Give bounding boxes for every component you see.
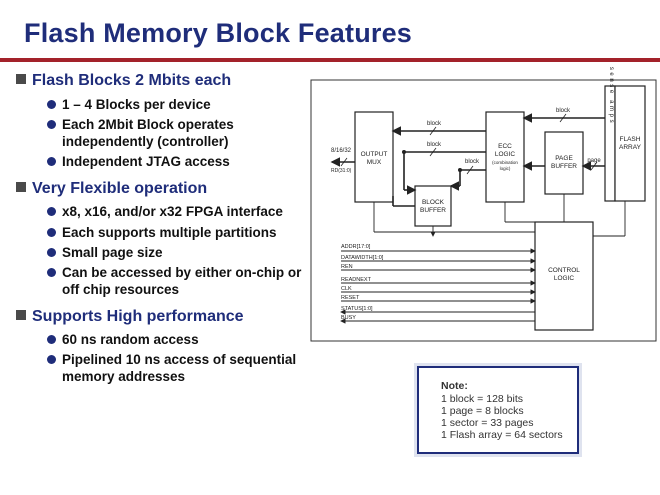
- output-mux-label: MUX: [367, 159, 382, 166]
- signal-label: READNEXT: [341, 277, 372, 283]
- bullet-item: Each supports multiple partitions: [47, 224, 312, 241]
- control-logic-box: [534, 221, 594, 331]
- square-bullet-icon: [16, 310, 26, 320]
- section-heading-flexible-operation: Very Flexible operation: [16, 180, 207, 198]
- control-logic-label: CONTROL: [548, 267, 580, 274]
- ecc-logic-label: logic): [500, 166, 511, 171]
- note-line: 1 page = 8 blocks: [441, 405, 524, 417]
- rd-output-label: RD(31:0): [331, 168, 352, 174]
- page-buffer-label: BUFFER: [551, 163, 577, 170]
- bullet-item: Pipelined 10 ns access of sequential mem…: [47, 351, 312, 385]
- note-line: 1 sector = 33 pages: [441, 417, 534, 429]
- page-label: page: [587, 158, 601, 164]
- block-buffer-label: BUFFER: [420, 207, 446, 214]
- block-label: block: [465, 159, 480, 165]
- bullet-item: Each 2Mbit Block operates independently …: [47, 116, 312, 150]
- control-logic-label: LOGIC: [554, 275, 575, 282]
- block-label: block: [427, 121, 442, 127]
- ecc-logic-label: (combination: [492, 160, 518, 165]
- round-bullet-icon: [47, 268, 56, 277]
- control-signal-lines: [340, 248, 536, 324]
- signal-label: ADDR[17:0]: [341, 244, 371, 250]
- diagram-frame: [310, 79, 657, 342]
- round-bullet-icon: [47, 157, 56, 166]
- output-mux-label: OUTPUT: [361, 151, 388, 158]
- block-label: block: [556, 108, 571, 114]
- block-buffer-label: BLOCK: [422, 199, 445, 206]
- round-bullet-icon: [47, 248, 56, 257]
- page-title: Flash Memory Block Features: [24, 18, 413, 48]
- bullet-item: 1 – 4 Blocks per device: [47, 96, 312, 113]
- note-line: 1 block = 128 bits: [441, 393, 524, 405]
- bullet-item: 60 ns random access: [47, 331, 312, 348]
- signal-label: REN: [341, 264, 353, 270]
- bullet-item: x8, x16, and/or x32 FPGA interface: [47, 203, 312, 220]
- page-buffer-label: PAGE: [555, 155, 573, 162]
- flash-array-label: ARRAY: [619, 144, 642, 151]
- title-divider: [0, 58, 660, 62]
- round-bullet-icon: [47, 100, 56, 109]
- bullet-item: Small page size: [47, 244, 312, 261]
- signal-label: STATUS[1:0]: [341, 306, 373, 312]
- square-bullet-icon: [16, 182, 26, 192]
- block-buffer-box: [414, 185, 452, 227]
- ecc-logic-label: LOGIC: [495, 151, 516, 158]
- sense-amps-label: sense amps: [608, 67, 614, 125]
- signal-label: BUSY: [341, 315, 356, 321]
- signal-label: DATAWIDTH[1:0]: [341, 255, 384, 261]
- note-box: Note: 1 block = 128 bits 1 page = 8 bloc…: [417, 366, 579, 454]
- flash-array-label: FLASH: [620, 136, 641, 143]
- ecc-logic-box: [485, 111, 525, 203]
- section-heading-flash-blocks: Flash Blocks 2 Mbits each: [16, 72, 231, 90]
- flash-array-box: [614, 85, 646, 202]
- round-bullet-icon: [47, 355, 56, 364]
- section-heading-high-performance: Supports High performance: [16, 308, 244, 326]
- ecc-logic-label: ECC: [498, 143, 512, 150]
- round-bullet-icon: [47, 228, 56, 237]
- round-bullet-icon: [47, 120, 56, 129]
- data-width-label: 8/16/32: [331, 148, 352, 154]
- note-heading: Note:: [441, 380, 468, 392]
- signal-label: RESET: [341, 295, 360, 301]
- round-bullet-icon: [47, 207, 56, 216]
- note-line: 1 Flash array = 64 sectors: [441, 429, 563, 441]
- bullet-item: Can be accessed by either on-chip or off…: [47, 264, 312, 298]
- square-bullet-icon: [16, 74, 26, 84]
- bullet-item: Independent JTAG access: [47, 153, 312, 170]
- round-bullet-icon: [47, 335, 56, 344]
- block-label: block: [427, 142, 442, 148]
- signal-label: CLK: [341, 286, 352, 292]
